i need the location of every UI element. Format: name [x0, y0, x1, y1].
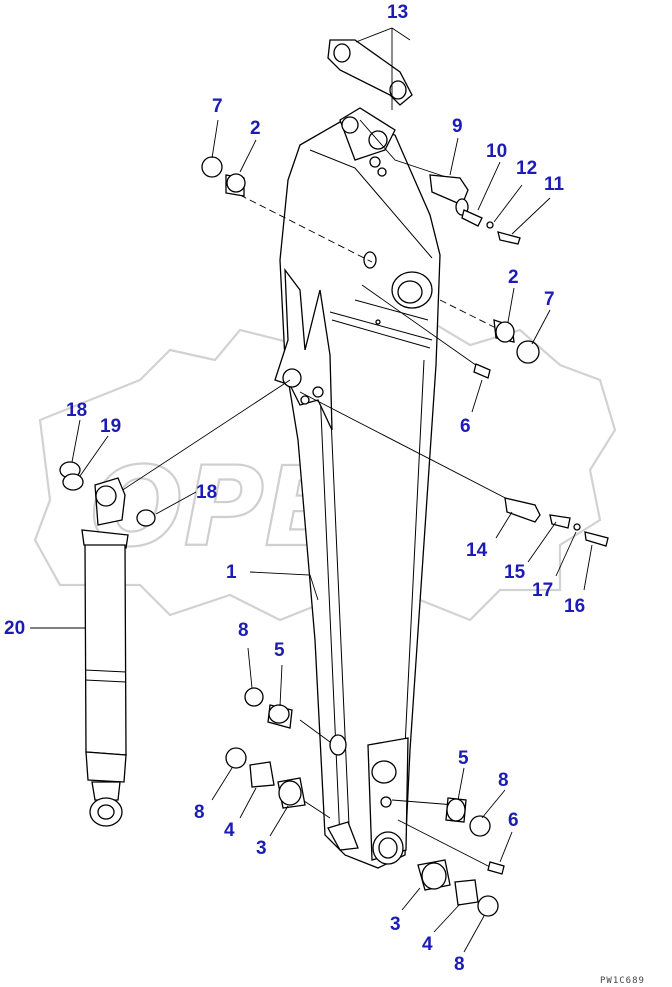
- callout-18-lower: 18: [196, 482, 217, 503]
- callout-14: 14: [466, 540, 488, 561]
- callout-3-right: 3: [390, 914, 401, 935]
- callout-15: 15: [504, 562, 526, 583]
- callout-4-right: 4: [422, 934, 433, 955]
- callout-8-right: 8: [498, 770, 509, 791]
- washer-part-12: [486, 221, 494, 229]
- callout-16: 16: [564, 596, 585, 617]
- bolt-part-16: [584, 531, 609, 547]
- grease-fitting-part-6-lower: [487, 861, 505, 875]
- callout-labels: 13 7 2 9 10 12 11 2 7 6 18 19 18 20 1 14…: [4, 2, 585, 975]
- callout-6-upper: 6: [460, 416, 471, 437]
- ring-part-8-right: [469, 815, 491, 837]
- callout-6-lower: 6: [508, 810, 519, 831]
- callout-9: 9: [452, 116, 463, 137]
- bushing-part-4-right: [454, 879, 479, 906]
- callout-8-left: 8: [194, 802, 205, 823]
- callout-7-right: 7: [544, 289, 555, 310]
- plate-part-13: [327, 39, 413, 106]
- lower-small-parts: [225, 687, 505, 917]
- callout-leaders: [30, 27, 593, 953]
- plate-part-15: [549, 514, 571, 529]
- callout-5-left: 5: [274, 640, 285, 661]
- ring-part-8: [244, 687, 264, 707]
- washer-part-17: [573, 523, 581, 531]
- callout-1: 1: [226, 562, 237, 583]
- ring-part-8-left: [225, 747, 247, 769]
- callout-4-left: 4: [224, 820, 235, 841]
- pin-part-9: [429, 174, 469, 206]
- callout-2-upper: 2: [250, 118, 261, 139]
- callout-20: 20: [4, 618, 25, 639]
- ring-part-7: [201, 156, 223, 178]
- callout-11: 11: [544, 174, 565, 195]
- callout-10: 10: [486, 141, 507, 162]
- assembly-axes: [111, 119, 516, 869]
- bolt-part-11: [497, 231, 521, 245]
- callout-3-left: 3: [256, 838, 267, 859]
- callout-8-bottom: 8: [454, 954, 465, 975]
- drawing-code: PW1C689: [600, 976, 645, 986]
- callout-8-upper: 8: [238, 620, 249, 641]
- ring-part-7-right: [516, 340, 540, 364]
- callout-12: 12: [516, 158, 537, 179]
- callout-18-upper: 18: [66, 400, 87, 421]
- callout-2-right: 2: [508, 267, 519, 288]
- callout-17: 17: [532, 580, 553, 601]
- callout-13: 13: [387, 2, 408, 23]
- upper-small-parts: [201, 156, 609, 547]
- callout-19: 19: [100, 416, 121, 437]
- callout-7-upper: 7: [212, 96, 223, 117]
- plate-part-10: [461, 209, 483, 227]
- bushing-part-4-left: [249, 761, 275, 788]
- ring-part-8-bottom: [477, 895, 499, 917]
- pin-part-14: [504, 497, 541, 523]
- grease-fitting-part-6: [473, 363, 491, 379]
- cylinder-part-20: [59, 461, 156, 827]
- callout-5-right: 5: [458, 748, 469, 769]
- boom-part-1: [274, 107, 441, 869]
